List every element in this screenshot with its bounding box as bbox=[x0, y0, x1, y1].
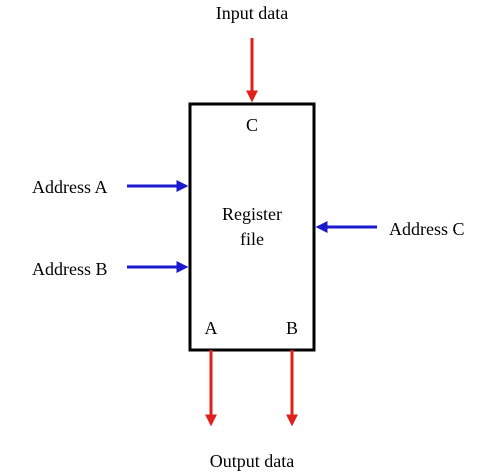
port-a-label: A bbox=[205, 318, 218, 338]
register-file-block bbox=[188, 102, 316, 352]
output-data-label: Output data bbox=[210, 451, 294, 471]
register-file-title-line1: Register bbox=[222, 204, 282, 224]
port-c-label: C bbox=[246, 115, 258, 135]
address-c-label: Address C bbox=[389, 219, 465, 239]
port-b-label: B bbox=[286, 318, 298, 338]
input-data-label: Input data bbox=[216, 3, 288, 23]
address-a-label: Address A bbox=[32, 177, 108, 197]
address-b-label: Address B bbox=[32, 259, 108, 279]
register-file-title-line2: file bbox=[240, 229, 264, 249]
